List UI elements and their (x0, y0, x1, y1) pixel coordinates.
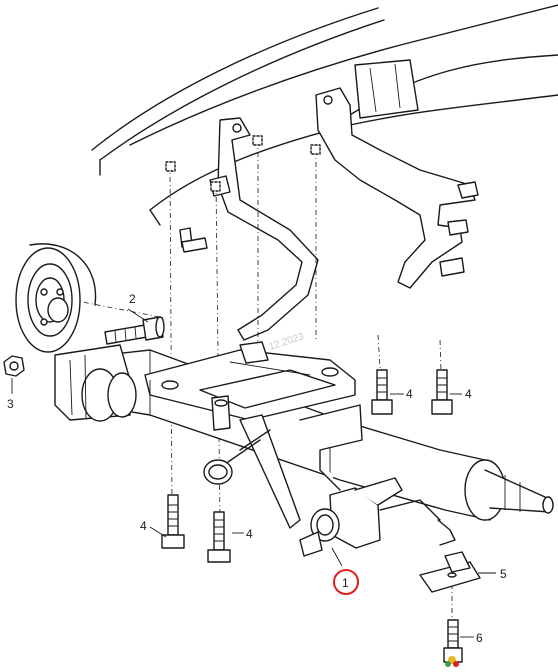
part-6-bolt (443, 619, 463, 663)
part-3-nut (3, 355, 25, 377)
callout-5[interactable]: 5 (500, 567, 507, 581)
adjusting-clamp-assembly (299, 477, 441, 557)
callout-1-highlight-ring (333, 569, 359, 595)
lower-bracket-arm (203, 404, 363, 529)
callout-4-right-b[interactable]: 4 (465, 387, 472, 401)
column-upper-flange (15, 243, 97, 353)
dashboard-panel (91, 4, 558, 226)
leader-lines (11, 308, 496, 638)
callout-4-left[interactable]: 4 (140, 519, 147, 533)
hanger-strap (209, 117, 319, 341)
callout-4-center[interactable]: 4 (246, 527, 253, 541)
callout-6[interactable]: 6 (476, 631, 483, 645)
callout-4-right-a[interactable]: 4 (406, 387, 413, 401)
callout-1[interactable]: 1 (342, 576, 349, 590)
part-5-clamp-plate (419, 551, 481, 593)
callout-2[interactable]: 2 (129, 292, 136, 306)
part-4-bolt-d (431, 369, 453, 415)
watermark-date: 12.2023 (268, 331, 306, 353)
retainer-clip (437, 519, 456, 546)
centerline-markers (165, 135, 321, 192)
switch-housing (54, 344, 137, 422)
callout-3[interactable]: 3 (7, 397, 14, 411)
part-4-bolt-a (161, 494, 185, 549)
part-4-bolt-b (207, 511, 231, 563)
part-4-bolt-c (371, 369, 393, 415)
upper-mounting-bracket (315, 59, 479, 289)
upper-stud (179, 227, 208, 253)
column-mounting-plate (144, 341, 356, 431)
part-2-bolt (104, 316, 165, 345)
corner-logo-icon (445, 656, 459, 667)
